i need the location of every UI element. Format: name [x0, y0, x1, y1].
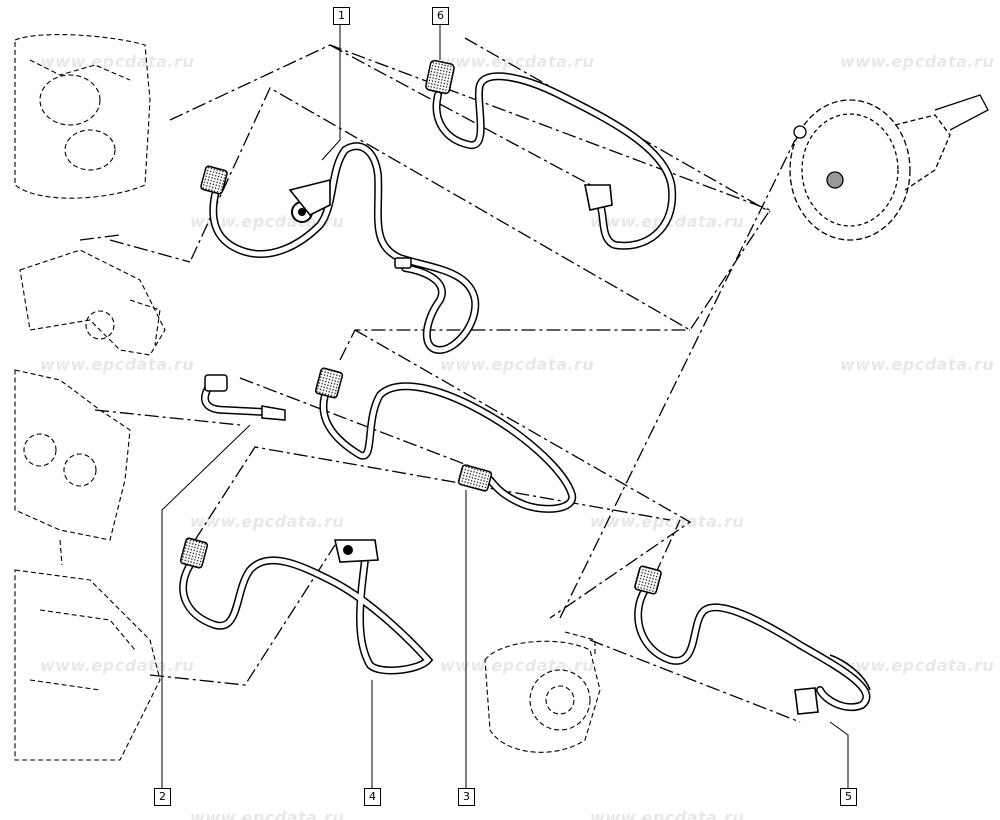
watermark: www.epcdata.ru: [190, 512, 345, 531]
callout-label: 3: [458, 788, 475, 806]
watermark: www.epcdata.ru: [40, 355, 195, 374]
engine-block-bottom-left: [14, 569, 161, 761]
hose-6: [425, 59, 677, 250]
watermark: www.epcdata.ru: [40, 656, 195, 675]
brake-booster: [789, 94, 989, 241]
callout-leaders: [161, 25, 849, 790]
vacuum-pump: [484, 631, 601, 753]
intake-manifold: [19, 249, 166, 356]
hose-3: [314, 367, 577, 513]
leader-lines: [79, 37, 801, 723]
callout-label: 1: [333, 7, 350, 25]
watermark: www.epcdata.ru: [190, 808, 345, 820]
watermark: www.epcdata.ru: [590, 808, 745, 820]
watermark: www.epcdata.ru: [840, 355, 995, 374]
callout-label: 4: [364, 788, 381, 806]
watermark: www.epcdata.ru: [840, 52, 995, 71]
hose-1: [200, 142, 480, 355]
watermark: www.epcdata.ru: [440, 355, 595, 374]
watermark: www.epcdata.ru: [590, 512, 745, 531]
watermark: www.epcdata.ru: [840, 656, 995, 675]
hose-2: [201, 374, 286, 421]
callout-label: 6: [432, 7, 449, 25]
callout-label: 5: [840, 788, 857, 806]
callout-label: 2: [154, 788, 171, 806]
cylinder-head: [14, 369, 131, 566]
engine-block-top-left: [14, 34, 151, 199]
watermark: www.epcdata.ru: [40, 52, 195, 71]
hose-5: [634, 565, 871, 715]
watermark: www.epcdata.ru: [440, 52, 595, 71]
hose-4: [179, 537, 434, 675]
